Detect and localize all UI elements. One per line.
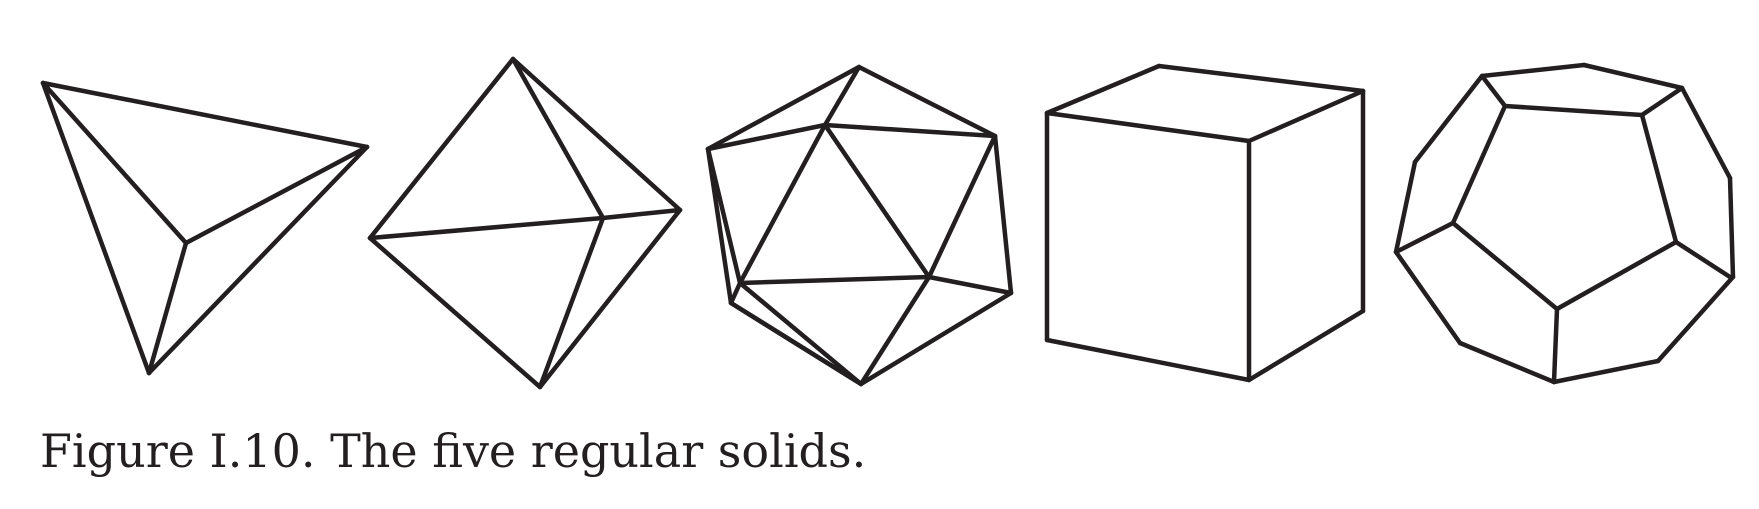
icosahedron-edge [705, 122, 828, 152]
icosahedron-edge [822, 122, 932, 280]
tetrahedron-edge [40, 80, 189, 246]
icosahedron-edge [926, 274, 1014, 296]
dodecahedron-edge [1393, 159, 1418, 255]
dodecahedron-edge [1393, 220, 1456, 255]
octahedron-edge [367, 235, 543, 390]
figure-caption: Figure I.10. The five regular solids. [40, 424, 867, 478]
cube-drawing [1044, 63, 1366, 383]
icosahedron-edge [856, 64, 998, 139]
icosahedron-drawing [705, 64, 1014, 387]
dodecahedron-edge [1581, 62, 1685, 91]
cube-edge [1044, 63, 1162, 116]
icosahedron-edge [992, 133, 1014, 296]
cube-edge [1044, 110, 1252, 144]
icosahedron-edge [926, 133, 998, 280]
dodecahedron-edge [1393, 249, 1463, 346]
icosahedron-edge [737, 122, 828, 286]
regular-solids-figure [40, 56, 1736, 390]
cube-edge [1246, 308, 1366, 383]
dodecahedron-edge [1679, 85, 1733, 181]
dodecahedron-edge [1639, 85, 1685, 118]
icosahedron-edge [728, 280, 743, 306]
icosahedron-edge [858, 274, 932, 387]
icosahedron-edge [737, 280, 864, 387]
cube-edge [1156, 63, 1366, 94]
icosahedron-edge [737, 274, 932, 286]
octahedron-edge [537, 215, 606, 390]
octahedron-drawing [367, 56, 683, 390]
tetrahedron-drawing [40, 80, 370, 376]
cube-edge [1246, 88, 1366, 144]
octahedron-edge [367, 215, 606, 241]
icosahedron-edge [822, 122, 998, 139]
octahedron-edge [510, 56, 683, 213]
dodecahedron-edge [1450, 220, 1560, 312]
octahedron-edge [537, 207, 683, 390]
dodecahedron-edge [1479, 62, 1587, 79]
dodecahedron-edge [1673, 239, 1733, 280]
dodecahedron-edge [1639, 112, 1679, 245]
dodecahedron-edge [1479, 73, 1508, 109]
icosahedron-edge [822, 64, 862, 128]
dodecahedron-edge [1554, 239, 1679, 312]
tetrahedron-edge [40, 80, 152, 376]
tetrahedron-edge [40, 80, 370, 150]
icosahedron-edge [705, 64, 862, 152]
dodecahedron-edge [1551, 306, 1560, 385]
octahedron-edge [600, 207, 683, 221]
dodecahedron-edge [1412, 73, 1485, 165]
icosahedron-edge [728, 300, 864, 387]
dodecahedron-edge [1502, 103, 1645, 118]
dodecahedron-edge [1450, 103, 1508, 226]
dodecahedron-edge [1727, 175, 1736, 280]
tetrahedron-edge [146, 240, 189, 376]
tetrahedron-edge [146, 144, 370, 376]
dodecahedron-edge [1551, 358, 1661, 385]
octahedron-edge [510, 56, 606, 221]
icosahedron-edge [858, 290, 1014, 387]
tetrahedron-edge [183, 144, 370, 246]
cube-edge [1044, 337, 1252, 383]
octahedron-edge [367, 56, 516, 241]
icosahedron-edge [705, 146, 743, 286]
dodecahedron-drawing [1393, 62, 1736, 385]
dodecahedron-edge [1655, 274, 1736, 364]
dodecahedron-edge [1457, 340, 1557, 385]
